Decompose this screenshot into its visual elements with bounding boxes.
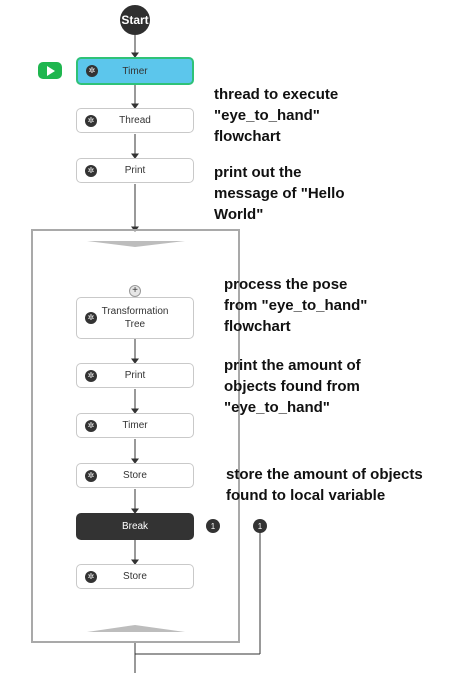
gear-icon: ✲ bbox=[86, 65, 98, 77]
gear-icon: ✲ bbox=[85, 312, 97, 324]
gear-icon: ✲ bbox=[85, 114, 97, 127]
gear-icon: ✲ bbox=[85, 570, 97, 583]
store-node[interactable]: ✲ Store bbox=[76, 463, 194, 488]
node-label: Thread bbox=[119, 115, 151, 126]
loop-expand-chevron[interactable] bbox=[87, 625, 185, 632]
timer-node-active[interactable]: ✲ Timer bbox=[76, 57, 194, 85]
break-node[interactable]: Break bbox=[76, 513, 194, 540]
node-label: Timer bbox=[122, 420, 148, 431]
break-count-badge: 1 bbox=[206, 519, 220, 533]
gear-icon: ✲ bbox=[85, 369, 97, 382]
branch-count-badge: 1 bbox=[253, 519, 267, 533]
gear-icon: ✲ bbox=[85, 469, 97, 482]
print-node[interactable]: ✲ Print bbox=[76, 158, 194, 183]
node-label: Print bbox=[124, 165, 146, 176]
node-label: Store bbox=[123, 470, 147, 481]
node-label: Transformation bbox=[101, 306, 169, 317]
timer-node[interactable]: ✲ Timer bbox=[76, 413, 194, 438]
annotation-thread: thread to execute"eye_to_hand"flowchart bbox=[214, 86, 339, 145]
node-label: Tree bbox=[124, 319, 146, 330]
loop-container[interactable] bbox=[31, 229, 240, 643]
node-label: Print bbox=[124, 370, 146, 381]
thread-node[interactable]: ✲ Thread bbox=[76, 108, 194, 133]
loop-collapse-chevron[interactable] bbox=[87, 241, 185, 247]
play-icon[interactable] bbox=[38, 62, 62, 79]
node-label: Timer bbox=[122, 65, 148, 77]
store-node[interactable]: ✲ Store bbox=[76, 564, 194, 589]
gear-icon: ✲ bbox=[85, 419, 97, 432]
start-label: Start bbox=[121, 13, 149, 27]
node-label: Break bbox=[121, 521, 149, 532]
print-node[interactable]: ✲ Print bbox=[76, 363, 194, 388]
gear-icon: ✲ bbox=[85, 164, 97, 177]
add-node-icon[interactable]: + bbox=[129, 285, 141, 297]
start-node[interactable]: Start bbox=[120, 5, 150, 35]
node-label: Store bbox=[123, 571, 147, 582]
